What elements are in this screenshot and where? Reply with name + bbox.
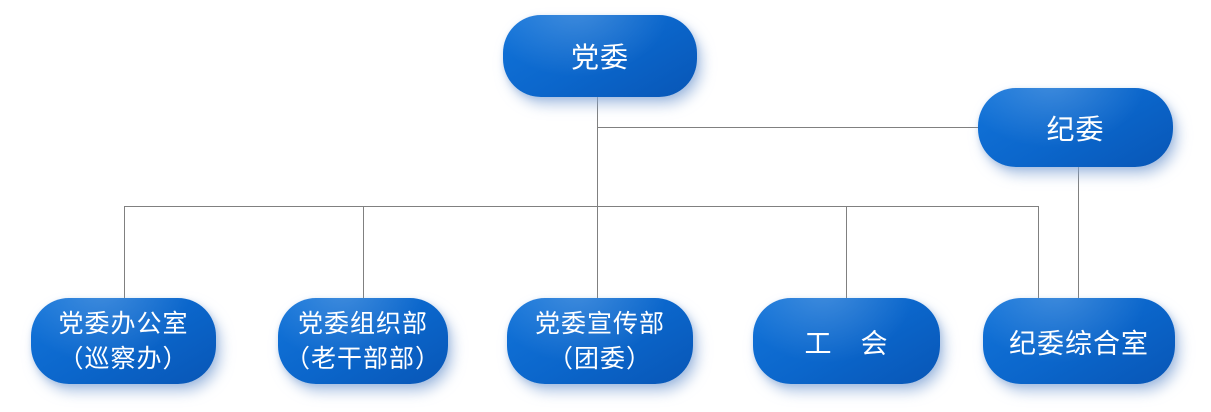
node-party-committee-label: 党委 — [570, 41, 629, 74]
node-labor-union: 工 会 — [753, 298, 940, 384]
connector-drop-organization — [363, 206, 364, 298]
node-discipline-office-label: 纪委综合室 — [1009, 328, 1149, 360]
node-party-office: 党委办公室 （巡察办） — [31, 298, 216, 384]
node-discipline-committee-label: 纪委 — [1046, 112, 1105, 146]
connector-drop-party-office — [124, 206, 125, 298]
node-party-office-label-line1: 党委办公室 — [58, 309, 189, 338]
connector-party-to-discipline — [597, 127, 978, 128]
node-propaganda-dept: 党委宣传部 （团委） — [507, 298, 693, 384]
node-propaganda-dept-label-line2: （团委） — [547, 344, 652, 373]
node-discipline-office: 纪委综合室 — [983, 298, 1175, 384]
node-discipline-committee: 纪委 — [978, 88, 1173, 167]
connector-drop-labor-union — [846, 206, 847, 298]
node-party-office-label-line2: （巡察办） — [58, 344, 189, 373]
node-organization-dept: 党委组织部 （老干部部） — [278, 298, 448, 384]
node-organization-dept-label-line2: （老干部部） — [284, 344, 441, 373]
connector-horizontal-bus — [124, 206, 1038, 207]
connector-party-riser — [597, 97, 598, 298]
node-labor-union-label: 工 会 — [804, 328, 889, 360]
node-propaganda-dept-label-line1: 党委宣传部 — [534, 309, 665, 338]
node-party-committee: 党委 — [503, 15, 697, 97]
node-organization-dept-label-line1: 党委组织部 — [297, 309, 428, 338]
connector-drop-discipline-office — [1038, 206, 1039, 298]
connector-discipline-riser — [1078, 166, 1079, 298]
